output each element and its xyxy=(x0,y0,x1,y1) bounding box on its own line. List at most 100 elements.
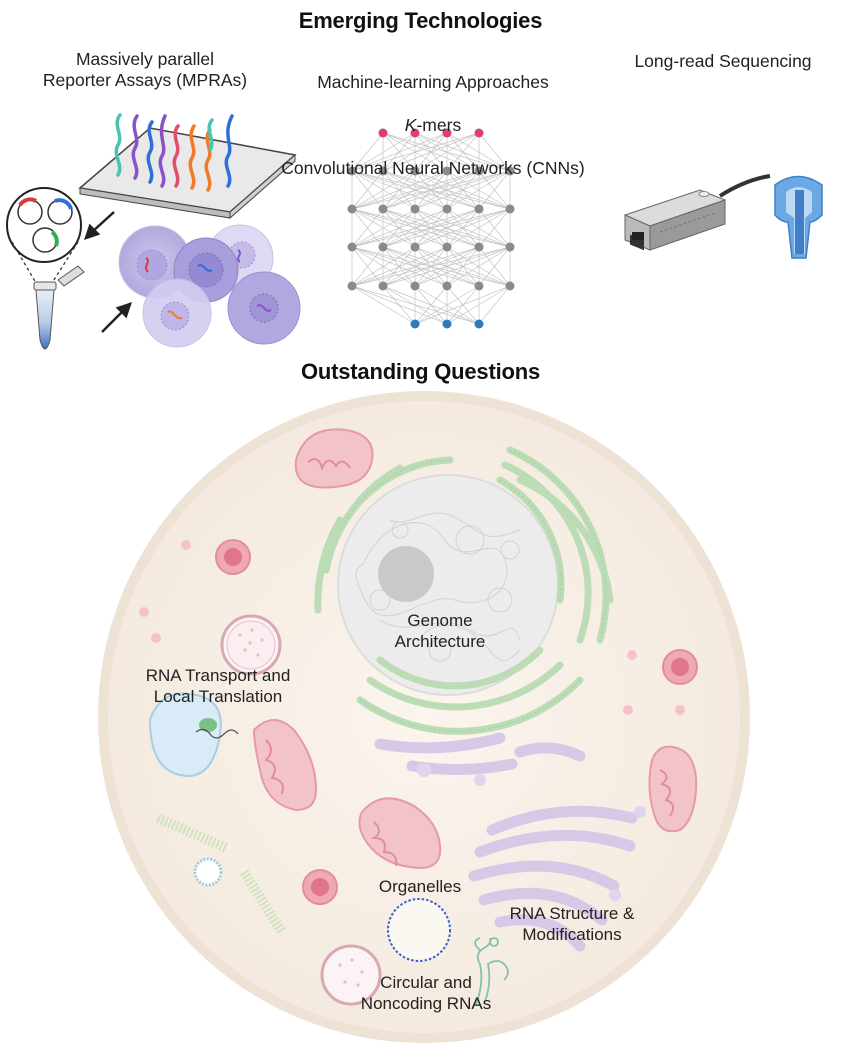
nn-hidden-node xyxy=(474,242,484,252)
nn-input-node xyxy=(410,128,420,138)
nn-edge xyxy=(478,132,511,172)
mitochondrion xyxy=(358,797,442,870)
nn-edge xyxy=(351,208,448,248)
microtubule xyxy=(155,813,287,935)
ml-line-3: Convolutional Neural Networks (CNNs) xyxy=(281,157,585,178)
mitochondrion xyxy=(648,745,698,833)
ml-approaches-label: Machine-learning Approaches K-mers Convo… xyxy=(250,51,616,200)
nn-edge xyxy=(351,170,416,210)
nn-edge xyxy=(446,246,511,287)
nn-edge xyxy=(414,132,480,172)
nn-hidden-node xyxy=(474,281,484,291)
nn-hidden-node xyxy=(378,204,388,214)
small-vesicle-blue xyxy=(193,857,223,887)
nn-edge xyxy=(351,246,448,287)
nn-input-node xyxy=(474,128,484,138)
nn-edge xyxy=(414,208,511,248)
nn-edge xyxy=(351,208,480,248)
nn-edge xyxy=(446,132,480,172)
nn-edge xyxy=(351,285,448,325)
nn-edge xyxy=(414,285,511,325)
nucleus xyxy=(337,474,559,696)
nn-edge xyxy=(414,285,480,325)
nn-edge xyxy=(351,170,480,210)
nn-hidden-node xyxy=(505,166,515,176)
transfected-cells xyxy=(118,224,301,348)
nn-hidden-node xyxy=(347,281,357,291)
nn-edge xyxy=(351,132,480,172)
nn-hidden-node xyxy=(378,281,388,291)
nn-hidden-node xyxy=(410,242,420,252)
nn-edge xyxy=(414,170,511,210)
nn-edge xyxy=(351,170,511,210)
reporter-strands xyxy=(114,113,234,192)
nn-hidden-node xyxy=(347,204,357,214)
vacuole xyxy=(148,692,239,778)
nn-hidden-node xyxy=(442,204,452,214)
nn-hidden-node xyxy=(410,281,420,291)
nn-input-node xyxy=(442,128,452,138)
nn-edge xyxy=(351,132,384,172)
nn-hidden-node xyxy=(474,204,484,214)
nn-edge xyxy=(351,208,511,248)
circular-noncoding-label: Circular and Noncoding RNAs xyxy=(360,973,492,1013)
nn-edge xyxy=(351,246,384,287)
peroxisome xyxy=(220,614,382,1006)
nn-edge xyxy=(351,132,448,172)
nn-hidden-node xyxy=(410,204,420,214)
nn-hidden-node xyxy=(442,242,452,252)
mitochondrion xyxy=(252,719,318,812)
rna-structure-label: RNA Structure & Modifications xyxy=(509,904,635,944)
kmers-k: K xyxy=(404,115,417,136)
nn-edge xyxy=(446,170,511,210)
nn-hidden-node xyxy=(378,166,388,176)
neural-network-diagram xyxy=(347,128,515,329)
nn-edge xyxy=(351,246,511,287)
nn-edge xyxy=(351,208,384,248)
nn-hidden-node xyxy=(474,166,484,176)
noncoding-rna-icon xyxy=(474,937,509,1005)
nucleolus xyxy=(378,546,434,602)
ml-line-1: Machine-learning Approaches xyxy=(317,72,549,93)
nn-edge xyxy=(382,170,511,210)
nn-output-node xyxy=(474,319,484,329)
nn-output-node xyxy=(442,319,452,329)
sequencer-device-icon xyxy=(623,174,771,251)
mitochondrion xyxy=(294,428,374,489)
nn-edge xyxy=(351,285,416,325)
nn-edge xyxy=(351,246,416,287)
microtube-icon xyxy=(33,265,85,350)
nn-edge xyxy=(414,285,448,325)
nn-hidden-node xyxy=(410,166,420,176)
rna-transport-label: RNA Transport and Local Translation xyxy=(145,666,291,706)
nn-hidden-node xyxy=(347,166,357,176)
nn-edge xyxy=(414,246,511,287)
mpra-illustration xyxy=(6,113,301,350)
nn-edge xyxy=(478,208,511,248)
lysosome xyxy=(215,539,698,905)
nn-input-node xyxy=(378,128,388,138)
small-vesicles xyxy=(139,540,685,715)
nn-edge xyxy=(351,208,416,248)
outstanding-questions-title: Outstanding Questions xyxy=(300,359,541,384)
nn-edge xyxy=(478,285,511,325)
nn-edge xyxy=(351,132,416,172)
nn-edge xyxy=(351,246,480,287)
nn-hidden-node xyxy=(378,242,388,252)
kmers-line: K-mers xyxy=(250,115,616,136)
golgi-vesicles xyxy=(417,763,646,901)
nn-edge xyxy=(478,246,511,287)
nn-hidden-node xyxy=(347,242,357,252)
nn-hidden-node xyxy=(505,281,515,291)
mpra-label: Massively parallel Reporter Assays (MPRA… xyxy=(42,49,248,91)
nanopore-icon xyxy=(774,175,823,259)
endoplasmic-reticulum xyxy=(314,446,614,735)
organelles-label: Organelles xyxy=(378,877,462,896)
nn-hidden-node xyxy=(442,281,452,291)
nn-output-node xyxy=(410,319,420,329)
nn-edge xyxy=(382,246,511,287)
nn-edge xyxy=(382,285,416,325)
nn-edge xyxy=(446,285,511,325)
nn-edge xyxy=(351,170,448,210)
